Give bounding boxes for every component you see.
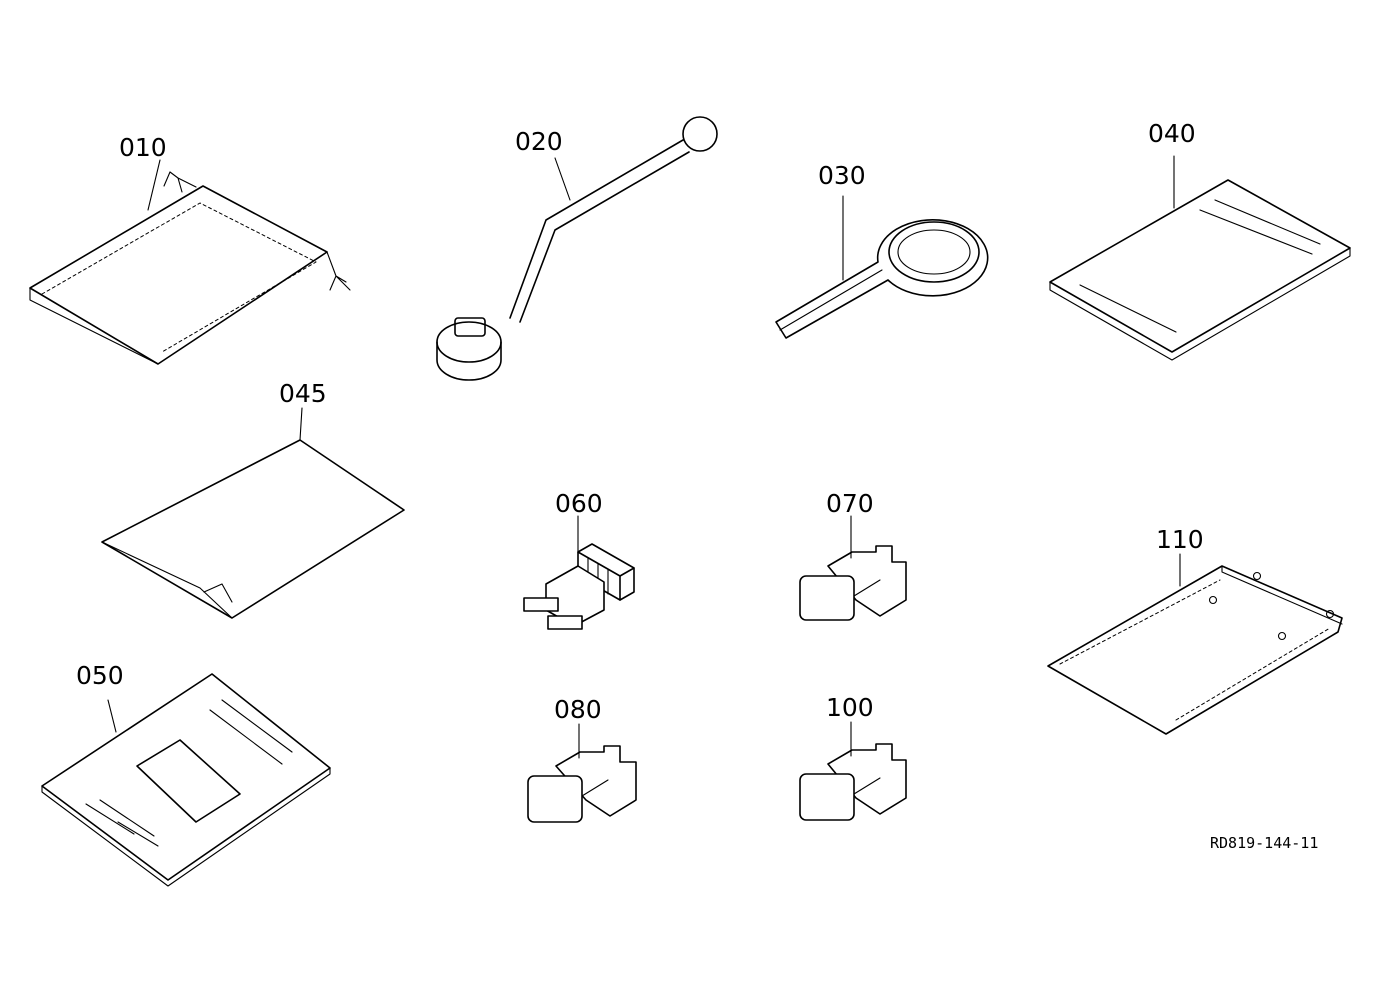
part-label-040: 040 xyxy=(1148,119,1196,148)
part-label-010: 010 xyxy=(119,133,167,162)
sticker-sheet-icon xyxy=(101,407,405,619)
part-label-020: 020 xyxy=(515,127,563,156)
part-label-050: 050 xyxy=(76,661,124,690)
fuse-icon xyxy=(527,723,637,823)
part-label-100: 100 xyxy=(826,693,874,722)
drawstring-bag-icon xyxy=(29,159,351,365)
instruction-booklet-icon xyxy=(41,673,331,887)
manual-booklet-icon xyxy=(1049,155,1351,361)
fuse-icon xyxy=(799,515,907,621)
part-label-070: 070 xyxy=(826,489,874,518)
reference-code: RD819-144-11 xyxy=(1210,834,1318,852)
plate-icon xyxy=(1047,553,1343,735)
fuse-icon xyxy=(799,721,907,821)
connector-icon xyxy=(523,515,635,630)
socket-wrench-handle-icon xyxy=(436,116,718,381)
part-label-080: 080 xyxy=(554,695,602,724)
part-label-030: 030 xyxy=(818,161,866,190)
filter-wrench-icon xyxy=(775,195,989,339)
part-label-110: 110 xyxy=(1156,525,1204,554)
part-label-045: 045 xyxy=(279,379,327,408)
part-label-060: 060 xyxy=(555,489,603,518)
